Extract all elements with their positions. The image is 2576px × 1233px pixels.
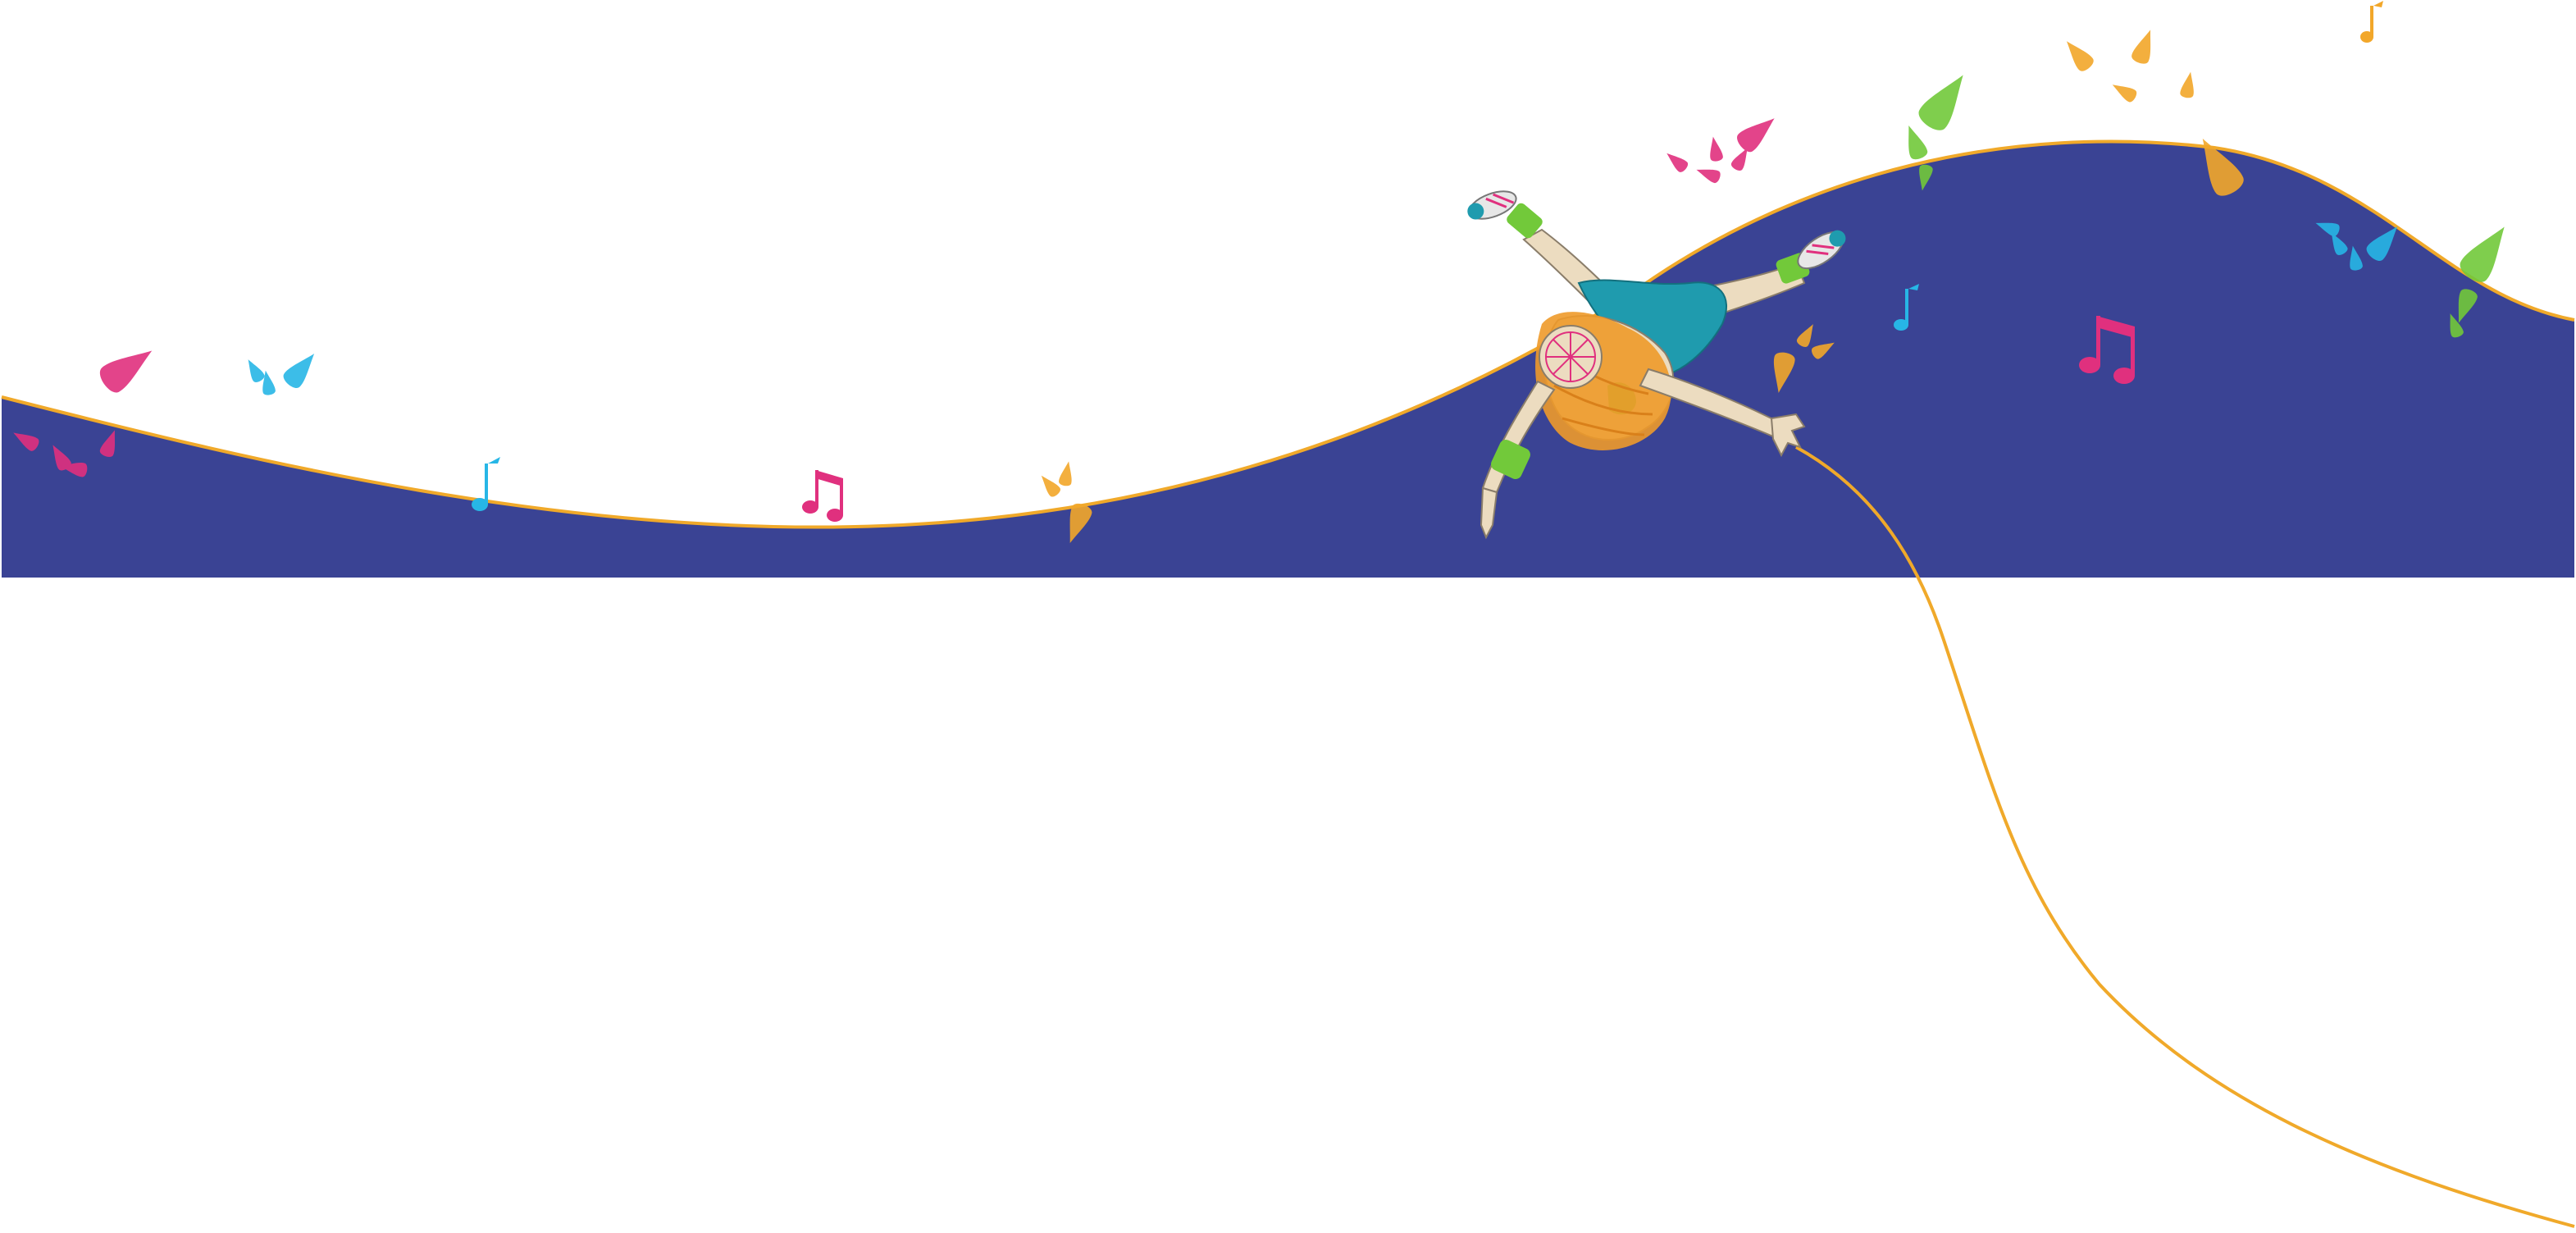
falling-person-figure	[1467, 190, 1846, 540]
face-pattern	[1545, 331, 1596, 382]
left-shoe	[1467, 190, 1517, 220]
wristband	[1491, 440, 1530, 479]
right-hand	[1770, 413, 1806, 458]
left-sock	[1507, 203, 1543, 239]
music-note	[1894, 284, 1919, 331]
eighth-note-pair	[802, 470, 843, 522]
right-leg	[1704, 261, 1806, 317]
orange-string	[1795, 445, 2575, 1228]
blue-wave-band	[2, 141, 2574, 578]
music-note	[2360, 1, 2383, 43]
eighth-note-pair	[2079, 316, 2135, 384]
right-shoe	[1797, 230, 1846, 270]
left-hand	[1479, 486, 1498, 540]
music-note	[472, 457, 500, 511]
